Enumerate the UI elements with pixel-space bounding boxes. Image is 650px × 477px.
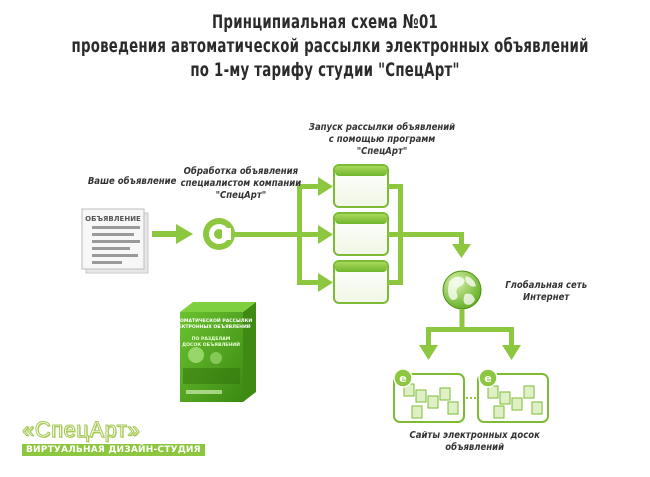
internet-label: Глобальная сеть Интернет bbox=[505, 280, 588, 303]
globe-icon bbox=[442, 270, 482, 310]
program-window-2 bbox=[333, 212, 389, 256]
ad-document-icon bbox=[81, 208, 149, 274]
sites-label: Сайты электронных досок объявлений bbox=[409, 430, 540, 453]
arrow-ad-to-processing bbox=[152, 224, 193, 244]
brand-name: «СпецАрт» bbox=[22, 417, 141, 443]
product-box-line3: ПО РАЗДЕЛАМ bbox=[192, 336, 231, 342]
site-badge-left: e bbox=[399, 372, 406, 385]
site-board-left bbox=[393, 368, 465, 423]
launch-label: Запуск рассылки объявлений с помощью про… bbox=[308, 122, 456, 157]
diagram-title: Принципиальная схема №01 проведения авто… bbox=[0, 10, 650, 82]
title-line-2: проведения автоматической рассылки элект… bbox=[71, 35, 589, 57]
line-processing-to-branch bbox=[234, 232, 300, 237]
branch-arrow-middle bbox=[300, 225, 333, 244]
title-line-3: по 1-му тарифу студии "СпецАрт" bbox=[190, 59, 460, 81]
merge-bracket bbox=[388, 184, 471, 285]
program-window-1 bbox=[333, 164, 389, 208]
processing-label: Обработка объявления специалистом компан… bbox=[180, 166, 302, 201]
processing-node-icon bbox=[203, 218, 235, 250]
site-board-right bbox=[477, 368, 549, 423]
brand-logo: «СпецАрт» ВИРТУАЛЬНАЯ ДИЗАЙН-СТУДИЯ bbox=[22, 417, 205, 456]
product-box-image bbox=[180, 302, 256, 402]
branch-arrow-top bbox=[300, 177, 333, 196]
branch-left-vertical bbox=[297, 185, 302, 285]
site-badge-right: e bbox=[484, 372, 491, 385]
program-window-3 bbox=[333, 260, 389, 304]
brand-tagline: ВИРТУАЛЬНАЯ ДИЗАЙН-СТУДИЯ bbox=[22, 444, 205, 456]
product-box-line4: ДОСОК ОБЪЯВЛЕНИЙ bbox=[182, 340, 240, 348]
arrow-globe-to-sites bbox=[419, 309, 521, 360]
product-box-line2: ЭЛЕКТРОННЫХ ОБЪЯВЛЕНИЙ bbox=[171, 322, 250, 330]
branch-arrow-bottom bbox=[300, 273, 333, 292]
doc-heading: ОБЪЯВЛЕНИЕ bbox=[85, 215, 141, 223]
product-box-line1: АВТОМАТИЧЕСКОЙ РАССЫЛКИ bbox=[170, 316, 253, 324]
ad-label: Ваше объявление bbox=[87, 176, 177, 187]
title-line-1: Принципиальная схема №01 bbox=[212, 11, 438, 33]
